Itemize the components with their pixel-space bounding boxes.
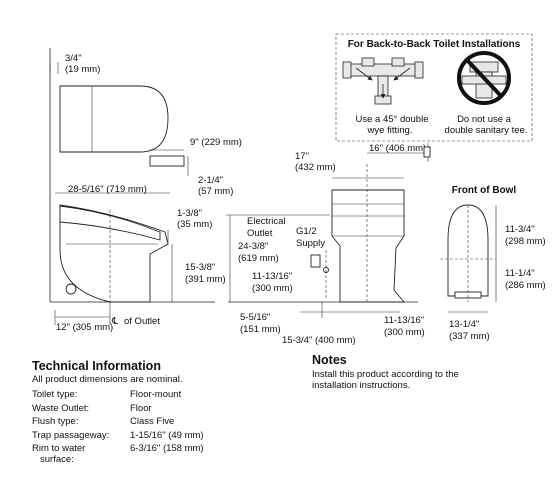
dim-1134-mm: (298 mm)	[505, 236, 546, 247]
right-caption-2: double sanitary tee.	[445, 125, 528, 136]
toilet-back	[331, 189, 405, 303]
dim-1314-mm: (337 mm)	[449, 331, 490, 342]
table-row: Rim to water surface: 6-3/16" (158 mm)	[32, 443, 204, 468]
tech-label: Toilet type:	[32, 389, 78, 400]
tech-label: Flush type:	[32, 416, 79, 427]
tech-label: Rim to water surface:	[32, 443, 130, 468]
dim-28: 28-5/16" (719 mm)	[68, 184, 147, 195]
dim-111316-in: 11-13/16"	[252, 271, 292, 282]
tech-value: Floor-mount	[130, 389, 182, 400]
tech-value: 1-15/16" (49 mm)	[130, 429, 204, 441]
dim-1114-mm: (286 mm)	[505, 280, 546, 291]
tech-value: Floor	[130, 402, 152, 414]
dim-17-in: 17"	[295, 151, 309, 162]
dim-111316b-mm: (300 mm)	[384, 327, 425, 338]
dim-2438-in: 24-3/8"	[238, 241, 268, 252]
dim-1534: 15-3/4" (400 mm)	[282, 335, 356, 346]
tech-label-line1: Rim to water	[32, 443, 86, 454]
table-row: Waste Outlet: Floor	[32, 403, 204, 417]
dim-5516-in: 5-5/16"	[240, 312, 270, 323]
tech-subtitle: All product dimensions are nominal.	[32, 374, 183, 385]
table-row: Trap passageway: 1-15/16" (49 mm)	[32, 430, 204, 444]
back-to-back-box: For Back-to-Back Toilet Installations Us…	[335, 33, 533, 142]
dim-1314-in: 13-1/4"	[449, 319, 479, 330]
outlet-label: of Outlet	[124, 316, 160, 327]
back-to-back-title: For Back-to-Back Toilet Installations	[348, 39, 521, 50]
dim-top-mm: (19 mm)	[65, 64, 100, 75]
supply-label-2: Supply	[296, 238, 325, 249]
notes-title: Notes	[312, 353, 347, 367]
front-of-bowl: Front of Bowl 11-3/4" (298 mm) 11-1/4" (…	[440, 185, 546, 342]
notes-text-2: installation instructions.	[312, 380, 411, 391]
dim-12: 12" (305 mm)	[56, 322, 113, 333]
dim-2438-mm: (619 mm)	[238, 253, 279, 264]
notes-section: Notes Install this product according to …	[312, 353, 542, 391]
table-row: Toilet type: Floor-mount	[32, 389, 204, 403]
tech-title: Technical Information	[32, 359, 161, 373]
notes-text-1: Install this product according to the	[312, 369, 459, 380]
left-caption-1: Use a 45° double	[356, 114, 429, 125]
dim-16: 16" (406 mm)	[369, 143, 426, 154]
dim-5516-mm: (151 mm)	[240, 324, 281, 335]
tech-label: Waste Outlet:	[32, 402, 90, 414]
prohibited-sanitary-tee-diagram	[457, 51, 511, 105]
dim-2-mm: (57 mm)	[198, 186, 233, 197]
cl-symbol: ℄	[111, 316, 119, 327]
dim-1538-mm: (391 mm)	[185, 274, 226, 285]
technical-drawing: For Back-to-Back Toilet Installations Us…	[49, 33, 546, 346]
dim-1134-in: 11-3/4"	[505, 224, 535, 235]
dim-9: 9" (229 mm)	[190, 137, 242, 148]
double-wye-fitting-diagram	[342, 57, 424, 105]
front-title: Front of Bowl	[452, 185, 517, 196]
left-caption-2: wye fitting.	[367, 125, 413, 136]
electrical-label-1: Electrical	[247, 216, 286, 227]
tech-label: Trap passageway:	[32, 429, 110, 441]
dim-2-in: 2-1/4"	[198, 175, 223, 186]
back-view: 16" (406 mm) 17" (432 mm) 24-3/8" (619 m…	[226, 143, 431, 346]
dim-17-mm: (432 mm)	[295, 162, 336, 173]
side-button-icon	[65, 283, 77, 295]
dim-top-in: 3/4"	[65, 53, 82, 64]
right-caption-1: Do not use a	[457, 114, 512, 125]
dim-1538-in: 15-3/8"	[185, 262, 215, 273]
electrical-outlet	[310, 254, 321, 268]
side-view: 3/4" (19 mm) 9" (229 mm) 2-1/4" (57 mm) …	[49, 48, 242, 333]
dim-111316b-in: 11-13/16"	[384, 315, 424, 326]
supply-label-1: G1/2	[296, 226, 317, 237]
tech-value: Class Five	[130, 416, 175, 427]
dim-138-mm: (35 mm)	[177, 219, 212, 230]
technical-information: Technical Information All product dimens…	[32, 359, 292, 468]
remote-control	[149, 155, 185, 167]
tech-table: Toilet type: Floor-mount Waste Outlet: F…	[32, 389, 204, 468]
dim-138-in: 1-3/8"	[177, 208, 202, 219]
tech-value: 6-3/16" (158 mm)	[130, 443, 204, 454]
lid-top-view	[59, 85, 169, 153]
tech-label-line2: surface:	[40, 454, 74, 465]
dim-1114-in: 11-1/4"	[505, 268, 535, 279]
electrical-label-2: Outlet	[247, 228, 273, 239]
dim-111316-mm: (300 mm)	[252, 283, 293, 294]
table-row: Flush type: Class Five	[32, 416, 204, 430]
